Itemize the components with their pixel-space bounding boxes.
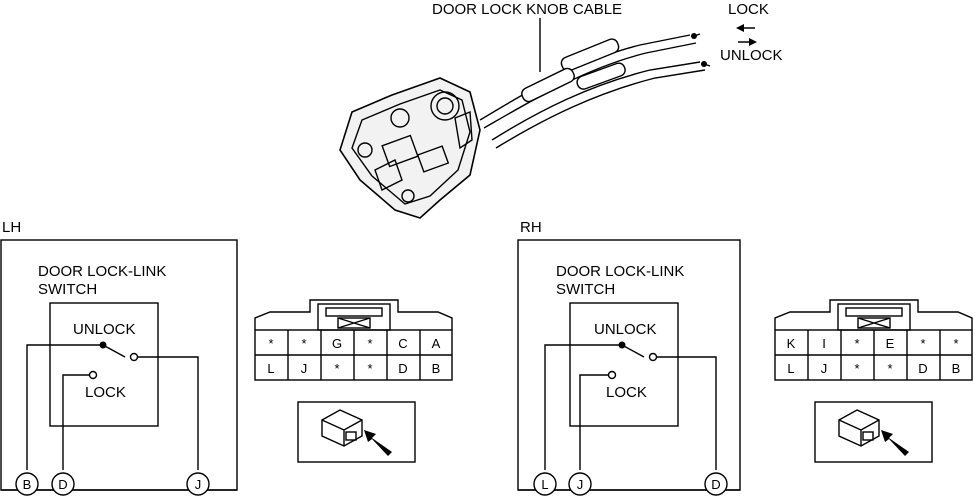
lh-side-label: LH — [2, 219, 21, 236]
svg-text:G: G — [332, 336, 342, 351]
svg-text:J: J — [301, 361, 308, 376]
rh-pin-j: J — [568, 472, 592, 496]
lock-arrow-icon — [736, 24, 755, 32]
lh-connector-face: * * G * C A L J * * D B — [254, 299, 453, 381]
svg-text:*: * — [334, 361, 339, 376]
svg-text:L: L — [541, 477, 548, 492]
svg-text:I: I — [822, 336, 826, 351]
rh-section: RH DOOR LOCK-LINK SWITCH UNLOCK LOCK L J… — [517, 219, 973, 496]
rh-side-label: RH — [520, 219, 542, 236]
svg-text:L: L — [267, 361, 274, 376]
svg-text:D: D — [58, 477, 67, 492]
rh-switch-title-2: SWITCH — [556, 281, 615, 298]
unlock-arrow-icon — [738, 38, 757, 46]
svg-text:*: * — [268, 336, 273, 351]
svg-text:*: * — [367, 361, 372, 376]
svg-text:B: B — [952, 361, 961, 376]
svg-text:C: C — [398, 336, 407, 351]
rh-unlock-label: UNLOCK — [594, 321, 657, 338]
svg-text:B: B — [432, 361, 441, 376]
lh-unlock-label: UNLOCK — [73, 321, 136, 338]
rh-pin-l: L — [533, 472, 557, 496]
svg-text:A: A — [432, 336, 441, 351]
unlock-direction-label: UNLOCK — [720, 47, 783, 64]
svg-text:L: L — [787, 361, 794, 376]
svg-text:*: * — [854, 361, 859, 376]
rh-switch-box — [569, 302, 679, 427]
rh-connector-view-icon — [814, 401, 933, 463]
svg-text:*: * — [887, 361, 892, 376]
svg-text:J: J — [195, 477, 202, 492]
svg-text:K: K — [787, 336, 796, 351]
svg-text:D: D — [398, 361, 407, 376]
cable-label: DOOR LOCK KNOB CABLE — [432, 1, 622, 18]
lh-pin-j: J — [186, 472, 210, 496]
svg-text:J: J — [577, 477, 584, 492]
svg-text:E: E — [886, 336, 895, 351]
rh-lock-label: LOCK — [606, 384, 647, 401]
lh-lock-label: LOCK — [85, 384, 126, 401]
lock-direction-label: LOCK — [728, 1, 769, 18]
lh-section: LH DOOR LOCK-LINK SWITCH UNLOCK LOCK B D… — [0, 219, 453, 496]
lh-pin-b: B — [15, 472, 39, 496]
svg-text:*: * — [367, 336, 372, 351]
lh-pin-d: D — [51, 472, 75, 496]
lh-connector-view-icon — [297, 401, 416, 463]
svg-text:D: D — [918, 361, 927, 376]
rh-connector-face: K I * E * * L J * * D B — [774, 299, 973, 381]
svg-text:*: * — [854, 336, 859, 351]
lh-switch-title-2: SWITCH — [38, 281, 97, 298]
rh-switch-title-1: DOOR LOCK-LINK — [556, 263, 684, 280]
svg-text:*: * — [920, 336, 925, 351]
svg-text:D: D — [711, 477, 720, 492]
svg-text:*: * — [953, 336, 958, 351]
svg-text:J: J — [821, 361, 828, 376]
svg-text:*: * — [301, 336, 306, 351]
door-lock-actuator-illustration: DOOR LOCK KNOB CABLE LOCK UNLOCK — [339, 1, 783, 219]
lh-switch-title-1: DOOR LOCK-LINK — [38, 263, 166, 280]
rh-pin-d: D — [704, 472, 728, 496]
svg-text:B: B — [23, 477, 32, 492]
lh-switch-box — [49, 302, 159, 427]
